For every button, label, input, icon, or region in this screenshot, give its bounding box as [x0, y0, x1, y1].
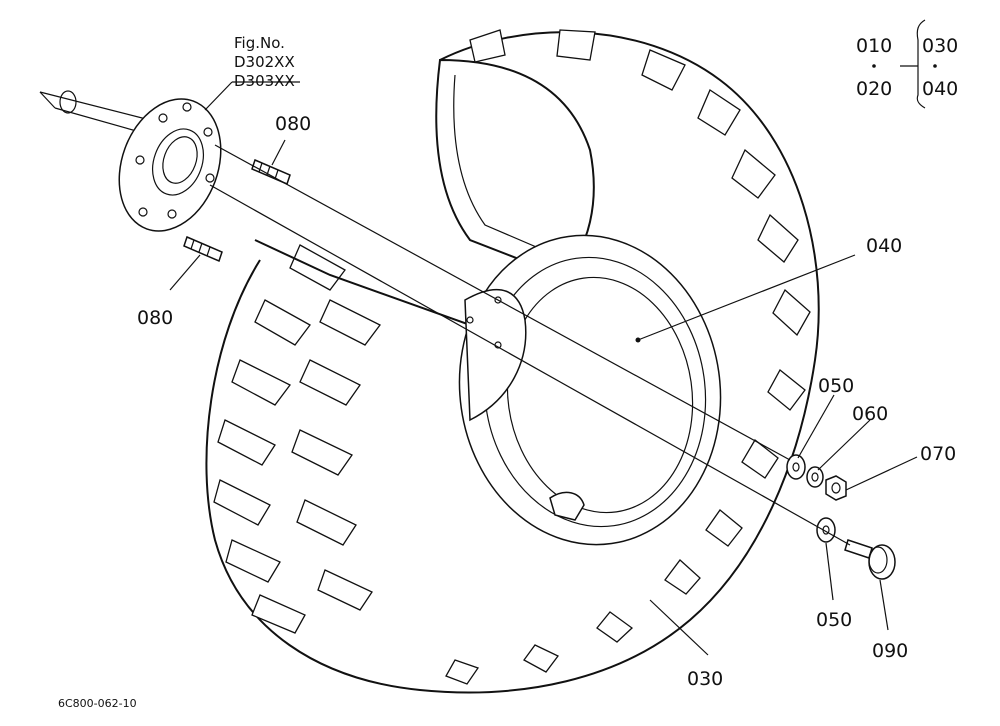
legend-left-bottom: 020 [856, 78, 892, 100]
legend-bracket [872, 19, 937, 109]
callout-nut: 070 [920, 443, 956, 465]
leader-lines [169, 81, 918, 656]
legend-right-bottom: 040 [922, 78, 958, 100]
washer-upper [786, 454, 806, 480]
fig-number-2: D303XX [234, 72, 295, 90]
fig-number-1: D302XX [234, 53, 295, 71]
callout-stud-upper: 080 [275, 113, 311, 135]
callout-rim: 040 [866, 235, 902, 257]
callout-stud-lower: 080 [137, 307, 173, 329]
callout-washer-lower: 050 [816, 609, 852, 631]
hub-flange [118, 98, 222, 232]
axle-shaft [39, 90, 151, 133]
callout-washer-upper: 050 [818, 375, 854, 397]
nut [825, 475, 847, 501]
callout-lock-washer: 060 [852, 403, 888, 425]
callout-tire: 030 [687, 668, 723, 690]
drawing-code: 6C800-062-10 [58, 697, 137, 710]
rim [458, 234, 722, 546]
valve [844, 539, 896, 580]
legend-right-top: 030 [922, 35, 958, 57]
fig-label: Fig.No. [234, 34, 285, 52]
callout-valve: 090 [872, 640, 908, 662]
assembly-lines [209, 144, 851, 546]
lock-washer [806, 466, 824, 488]
washer-lower [816, 517, 836, 543]
tire [205, 29, 820, 694]
stud-upper [251, 158, 291, 186]
legend-left-top: 010 [856, 35, 892, 57]
stud-lower [183, 235, 223, 263]
